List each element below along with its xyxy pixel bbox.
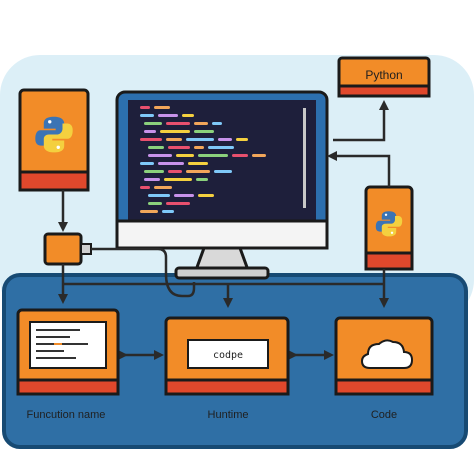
code-line-segment: [194, 146, 204, 149]
code-line-segment: [148, 154, 172, 157]
code-line-segment: [186, 138, 214, 141]
code-line-segment: [144, 122, 162, 125]
code-line-segment: [168, 146, 190, 149]
code-line-segment: [232, 154, 248, 157]
code-line-segment: [144, 130, 156, 133]
center-box-label: codpe: [213, 350, 243, 361]
python-box-label: Python: [365, 68, 402, 82]
right-python-card: [364, 185, 414, 271]
code-line-segment: [144, 178, 160, 181]
code-line-segment: [188, 162, 208, 165]
monitor-screen: [128, 100, 316, 220]
code-line-segment: [194, 122, 208, 125]
code-line-segment: [198, 154, 228, 157]
arrow-monitor-to-python: [333, 100, 389, 142]
monitor-base: [174, 266, 270, 280]
code-lines: [140, 106, 266, 213]
left-python-card: [18, 88, 90, 192]
monitor-chin: [115, 219, 329, 250]
code-line-segment: [140, 138, 162, 141]
code-line-segment: [168, 170, 182, 173]
code-line-segment: [148, 146, 164, 149]
code-line-segment: [166, 138, 182, 141]
cable: [91, 247, 196, 298]
left-caption: Funcution name: [27, 409, 106, 421]
code-line-segment: [196, 178, 208, 181]
code-line-segment: [198, 194, 214, 197]
code-line-segment: [158, 162, 184, 165]
code-line-segment: [144, 170, 164, 173]
code-line-segment: [140, 210, 158, 213]
code-line-segment: [154, 106, 170, 109]
document-lines-icon: [29, 321, 107, 369]
code-line-segment: [174, 194, 194, 197]
code-line-segment: [212, 122, 222, 125]
right-caption: Code: [371, 409, 397, 421]
code-line-segment: [176, 154, 194, 157]
cloud-icon: [360, 339, 414, 369]
code-line-segment: [158, 114, 178, 117]
code-line-segment: [164, 178, 192, 181]
screen-scrollbar: [303, 108, 306, 208]
left-panel: [16, 308, 120, 396]
code-line-segment: [140, 114, 154, 117]
code-line-segment: [218, 138, 232, 141]
connectors: [58, 100, 391, 360]
code-line-segment: [214, 170, 232, 173]
code-line-segment: [140, 162, 154, 165]
center-code-box: [187, 339, 269, 369]
center-panel: codpe: [164, 316, 290, 396]
code-line-segment: [208, 146, 234, 149]
code-line-segment: [148, 202, 162, 205]
right-panel: [334, 316, 434, 396]
code-line-segment: [140, 186, 150, 189]
code-line-segment: [186, 170, 210, 173]
center-caption: Huntime: [208, 409, 249, 421]
monitor: [115, 90, 329, 280]
code-line-segment: [182, 114, 194, 117]
code-line-segment: [160, 130, 190, 133]
usb-plug-icon: [43, 232, 83, 266]
arrow-card-to-monitor: [327, 151, 391, 187]
code-line-segment: [166, 122, 190, 125]
code-line-segment: [236, 138, 248, 141]
python-box: Python: [337, 56, 431, 98]
code-line-segment: [166, 202, 190, 205]
code-line-segment: [252, 154, 266, 157]
code-line-segment: [154, 186, 172, 189]
code-line-segment: [148, 194, 170, 197]
code-line-segment: [140, 106, 150, 109]
code-line-segment: [162, 210, 174, 213]
code-line-segment: [194, 130, 214, 133]
